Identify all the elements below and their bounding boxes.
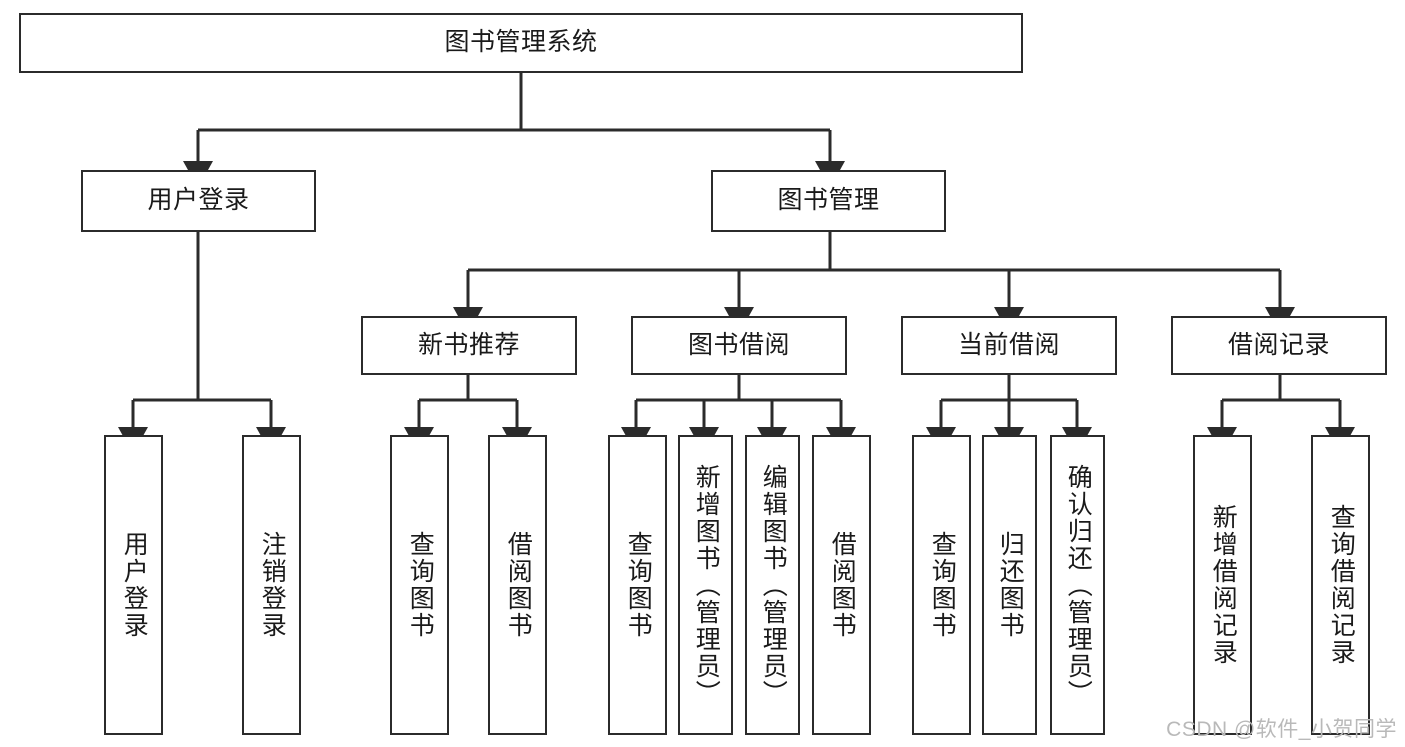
node-book-management[interactable]: 图书管理 <box>711 170 946 232</box>
node-root-book-management-system[interactable]: 图书管理系统 <box>19 13 1023 73</box>
node-label: 当前借阅 <box>957 330 1060 359</box>
node-label: 查询图书 <box>928 531 957 639</box>
node-leaf-add-book-admin[interactable]: 新增图书（管理员） <box>678 435 733 735</box>
node-leaf-query-book-borrow[interactable]: 查询图书 <box>608 435 667 735</box>
node-label: 确认归还（管理员） <box>1064 463 1093 707</box>
node-new-book-recommendation[interactable]: 新书推荐 <box>361 316 577 375</box>
node-label: 查询借阅记录 <box>1327 504 1356 666</box>
node-leaf-query-book-current[interactable]: 查询图书 <box>912 435 971 735</box>
node-leaf-query-book-recommend[interactable]: 查询图书 <box>390 435 449 735</box>
node-user-login[interactable]: 用户登录 <box>81 170 316 232</box>
node-label: 新增图书（管理员） <box>692 463 721 707</box>
node-label: 用户登录 <box>120 531 149 639</box>
node-label: 用户登录 <box>147 186 250 215</box>
node-label: 归还图书 <box>996 531 1025 639</box>
node-borrowing-records[interactable]: 借阅记录 <box>1171 316 1387 375</box>
node-label: 新增借阅记录 <box>1209 504 1238 666</box>
node-leaf-borrow-book-borrow[interactable]: 借阅图书 <box>812 435 871 735</box>
node-label: 借阅记录 <box>1227 330 1330 359</box>
node-label: 新书推荐 <box>417 330 520 359</box>
node-leaf-logout[interactable]: 注销登录 <box>242 435 301 735</box>
node-leaf-borrow-book-recommend[interactable]: 借阅图书 <box>488 435 547 735</box>
node-label: 图书借阅 <box>687 330 790 359</box>
node-label: 查询图书 <box>406 531 435 639</box>
csdn-watermark: CSDN @软件_小贺同学 <box>1166 718 1397 741</box>
node-label: 图书管理 <box>777 186 880 215</box>
node-book-borrowing[interactable]: 图书借阅 <box>631 316 847 375</box>
node-label: 图书管理系统 <box>444 28 598 57</box>
node-current-borrowing[interactable]: 当前借阅 <box>901 316 1117 375</box>
node-leaf-confirm-return-admin[interactable]: 确认归还（管理员） <box>1050 435 1105 735</box>
node-label: 注销登录 <box>258 531 287 639</box>
node-label: 查询图书 <box>624 531 653 639</box>
node-leaf-add-borrow-record[interactable]: 新增借阅记录 <box>1193 435 1252 735</box>
node-leaf-return-book[interactable]: 归还图书 <box>982 435 1037 735</box>
node-leaf-edit-book-admin[interactable]: 编辑图书（管理员） <box>745 435 800 735</box>
node-label: 借阅图书 <box>828 531 857 639</box>
node-leaf-query-borrow-record[interactable]: 查询借阅记录 <box>1311 435 1370 735</box>
node-label: 借阅图书 <box>504 531 533 639</box>
node-label: 编辑图书（管理员） <box>759 463 788 707</box>
node-leaf-user-login[interactable]: 用户登录 <box>104 435 163 735</box>
